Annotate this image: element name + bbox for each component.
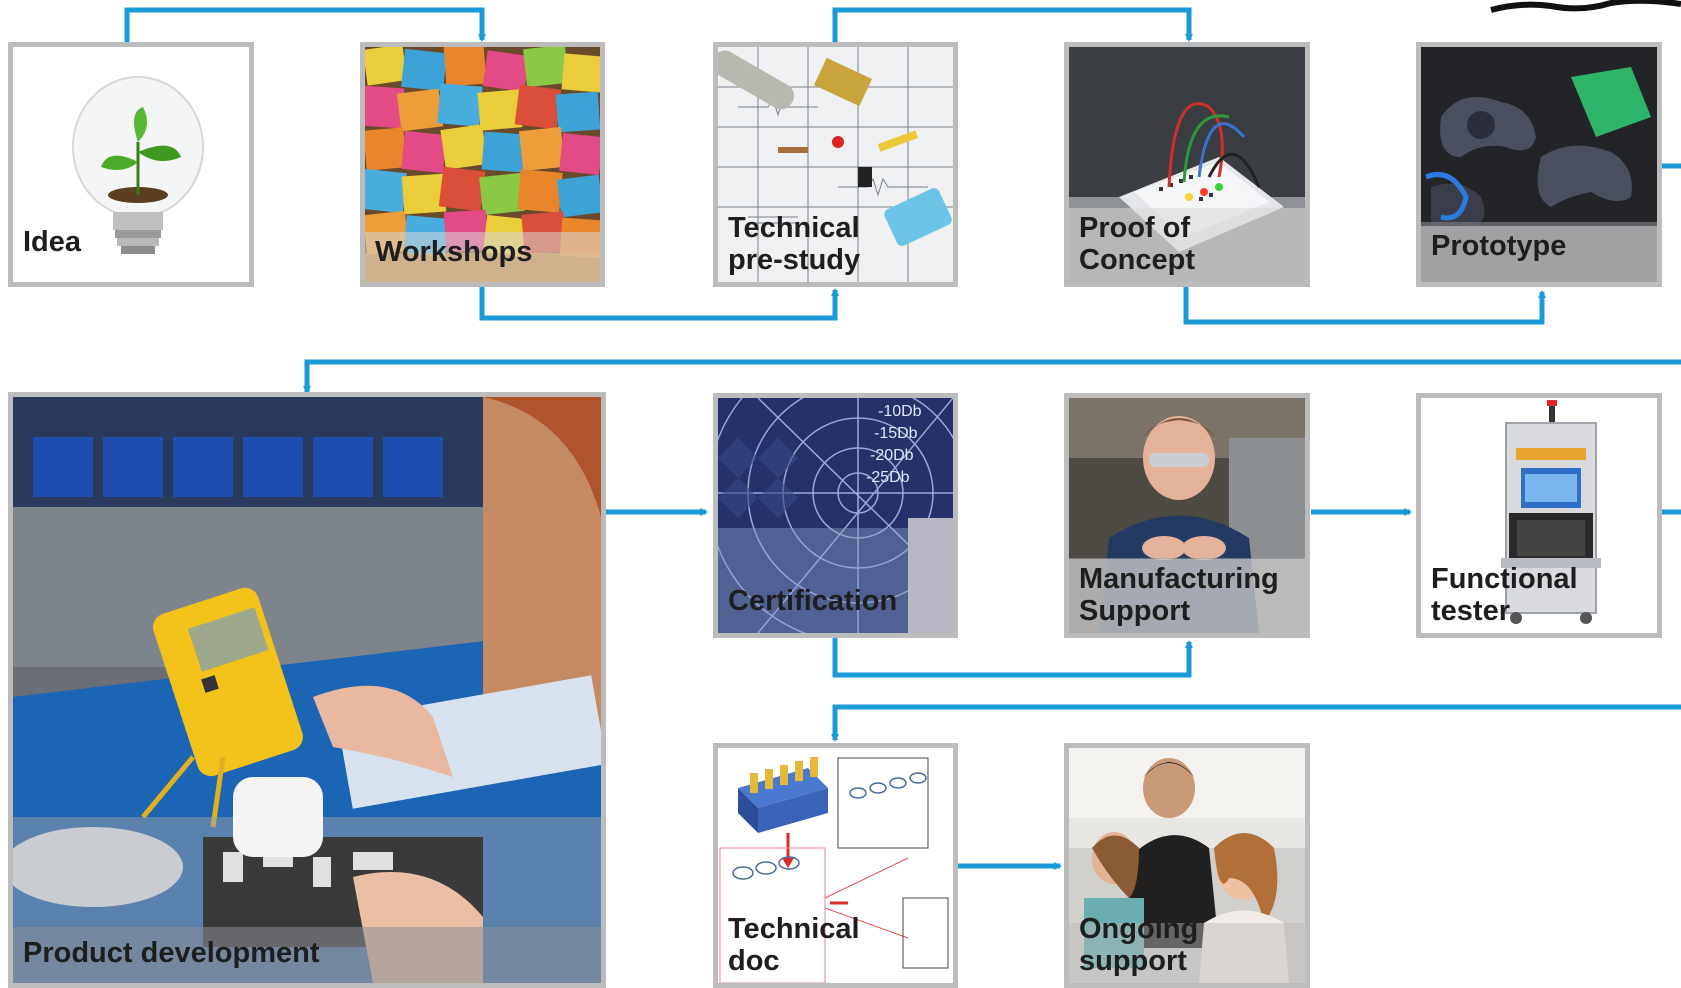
connector-prestudy-poc [832,7,1193,42]
stage-label-product-development: Product development [23,937,320,969]
stage-card-technical-doc: Technical doc [713,743,958,988]
cert-scale-label-3: -20Db [870,447,914,464]
stage-label-functional-tester: Functional tester [1431,563,1578,627]
stage-card-product-development: Product development [8,392,606,988]
stage-label-proof-of-concept: Proof of Concept [1069,208,1305,282]
stage-card-manufacturing-support: Manufacturing Support [1064,393,1310,638]
stage-label-manufacturing-support: Manufacturing Support [1069,559,1305,633]
cert-scale-label-2: -15Db [874,425,918,442]
electronics-lab-image [13,397,601,983]
stage-card-functional-tester: Functional tester [1416,393,1662,638]
stage-label-technical-prestudy: Technical pre-study [728,212,861,276]
connector-cert-manufacturing [832,638,1193,678]
stage-label-workshops: Workshops [365,232,600,282]
connector-idea-workshops [124,7,486,42]
stage-card-workshops: Workshops [360,42,605,287]
connector-workshops-prestudy [479,287,839,321]
stage-card-technical-prestudy: Technical pre-study [713,42,958,287]
lightbulb-plant-image [13,47,249,282]
logo-fragment-icon [1490,0,1681,13]
stage-label-technical-doc: Technical doc [728,913,860,977]
stage-label-idea: Idea [23,226,82,258]
support-team-image [1069,748,1305,983]
stage-label-ongoing-support: Ongoing support [1079,913,1199,977]
stage-card-prototype: Prototype [1416,42,1662,287]
connector-row2-entry [303,359,1681,394]
stage-label-prototype: Prototype [1421,226,1657,282]
cert-scale-label-4: -25Db [866,469,910,486]
circuit-schematic-image [718,47,953,282]
stage-card-idea: Idea [8,42,254,287]
anechoic-chamber-image: -10Db -15Db -20Db -25Db [718,398,953,633]
connector-poc-prototype [1183,287,1546,325]
connector-row3-entry [831,704,1681,742]
tester-cabinet-image [1421,398,1657,633]
stage-card-ongoing-support: Ongoing support [1064,743,1310,988]
stage-card-proof-of-concept: Proof of Concept [1064,42,1310,287]
stage-label-certification: Certification [728,585,898,617]
stage-card-certification: -10Db -15Db -20Db -25Db Certification [713,393,958,638]
cert-scale-label-1: -10Db [878,403,922,420]
technical-drawing-image [718,748,953,983]
